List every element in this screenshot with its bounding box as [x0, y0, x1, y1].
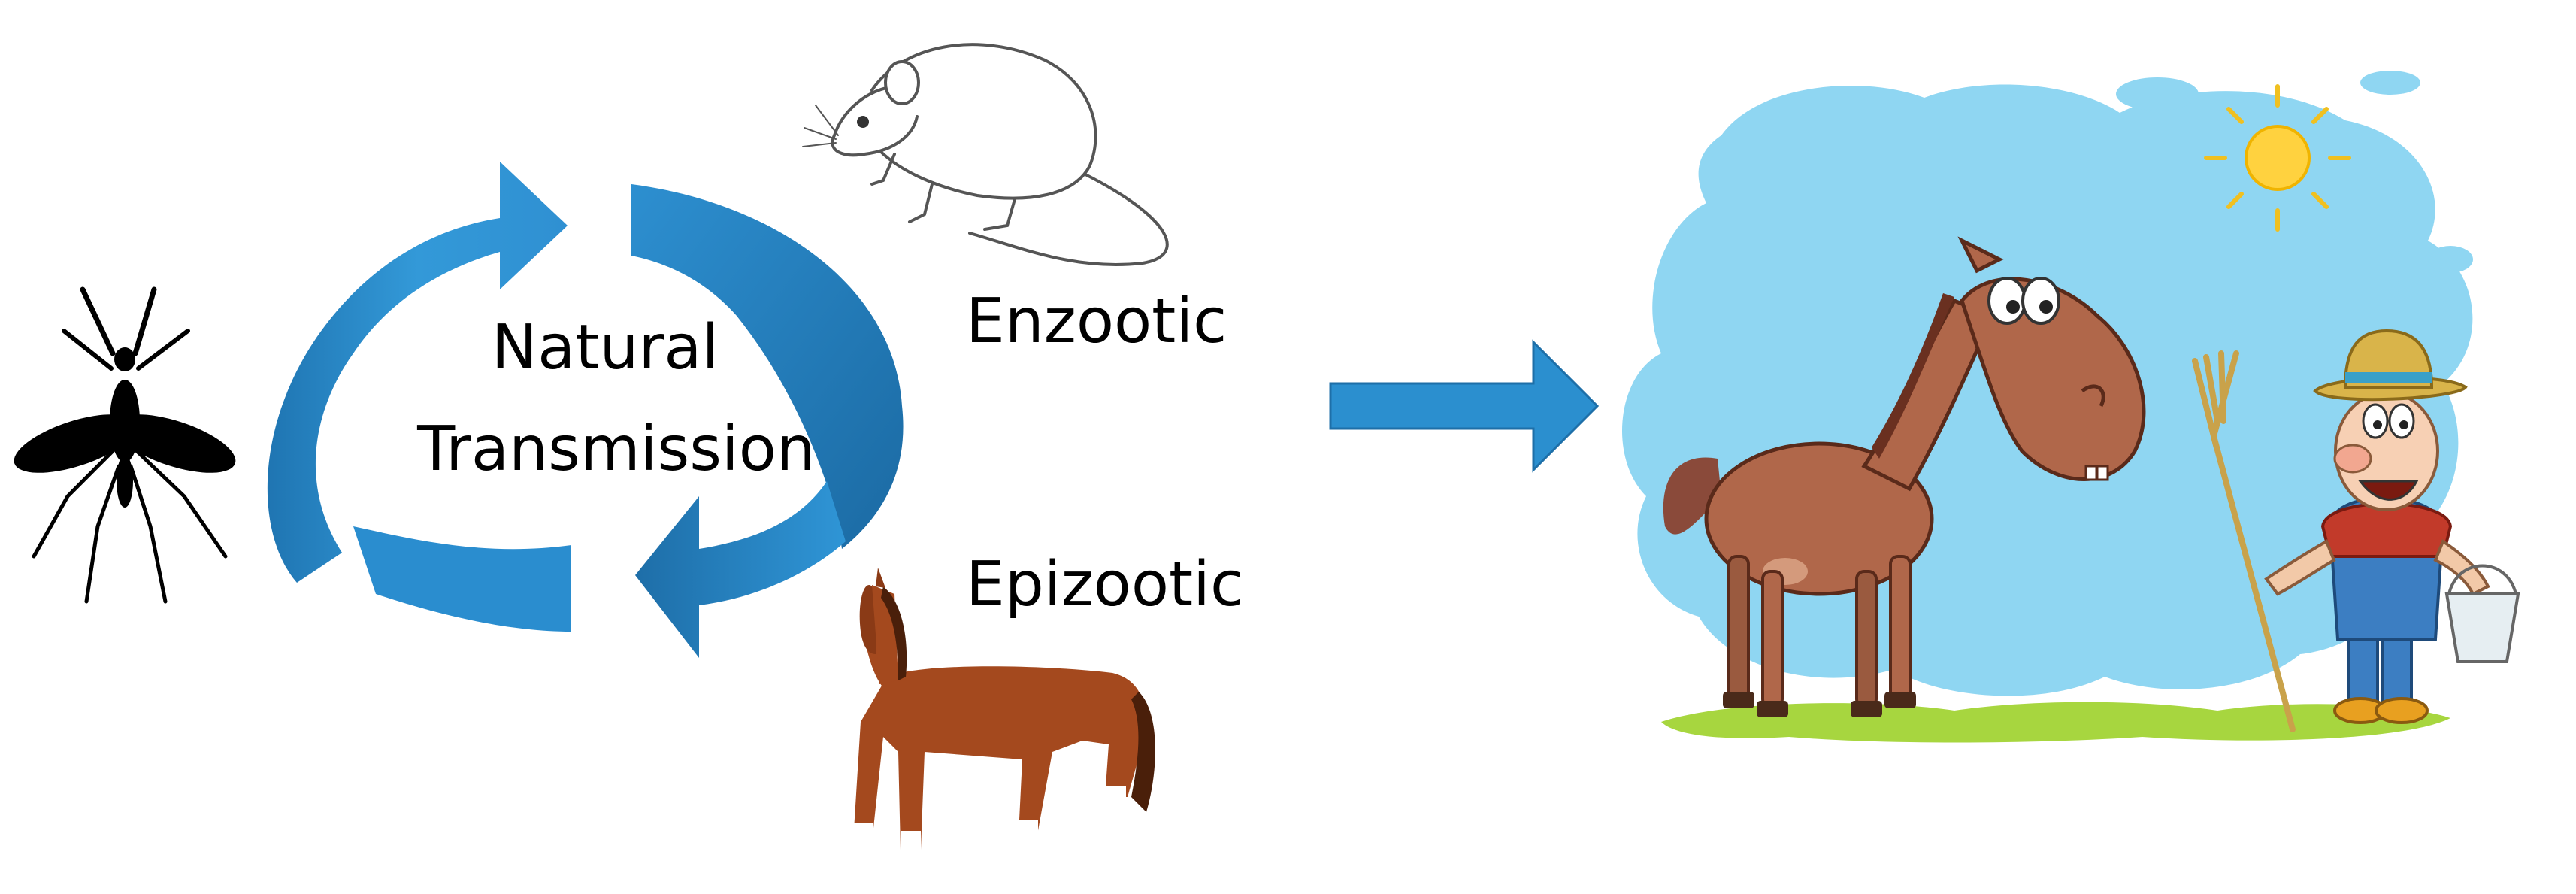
cycle-label-line2: Transmission — [416, 414, 816, 485]
farmer-cartoon — [2264, 329, 2520, 724]
enzootic-label: Enzootic — [966, 286, 1227, 357]
cartoon-horse — [1663, 236, 2146, 717]
cycle-arrow-top — [267, 162, 568, 583]
spillover-scene — [1621, 71, 2520, 743]
cycle-arrow-bottom — [635, 481, 846, 658]
cycle-arrow-right — [631, 184, 904, 549]
spillover-arrow — [1329, 339, 1600, 473]
sun-icon — [2204, 84, 2351, 232]
cycle-arrows — [267, 162, 904, 658]
horse-icon — [853, 568, 1155, 852]
rodent-icon — [802, 43, 1169, 266]
cycle-label-line1: Natural — [492, 312, 719, 383]
epizootic-label: Epizootic — [966, 549, 1244, 620]
cycle-arrow-bottom-tail — [353, 526, 571, 632]
mosquito-icon — [14, 286, 236, 604]
pitchfork — [2192, 350, 2296, 732]
